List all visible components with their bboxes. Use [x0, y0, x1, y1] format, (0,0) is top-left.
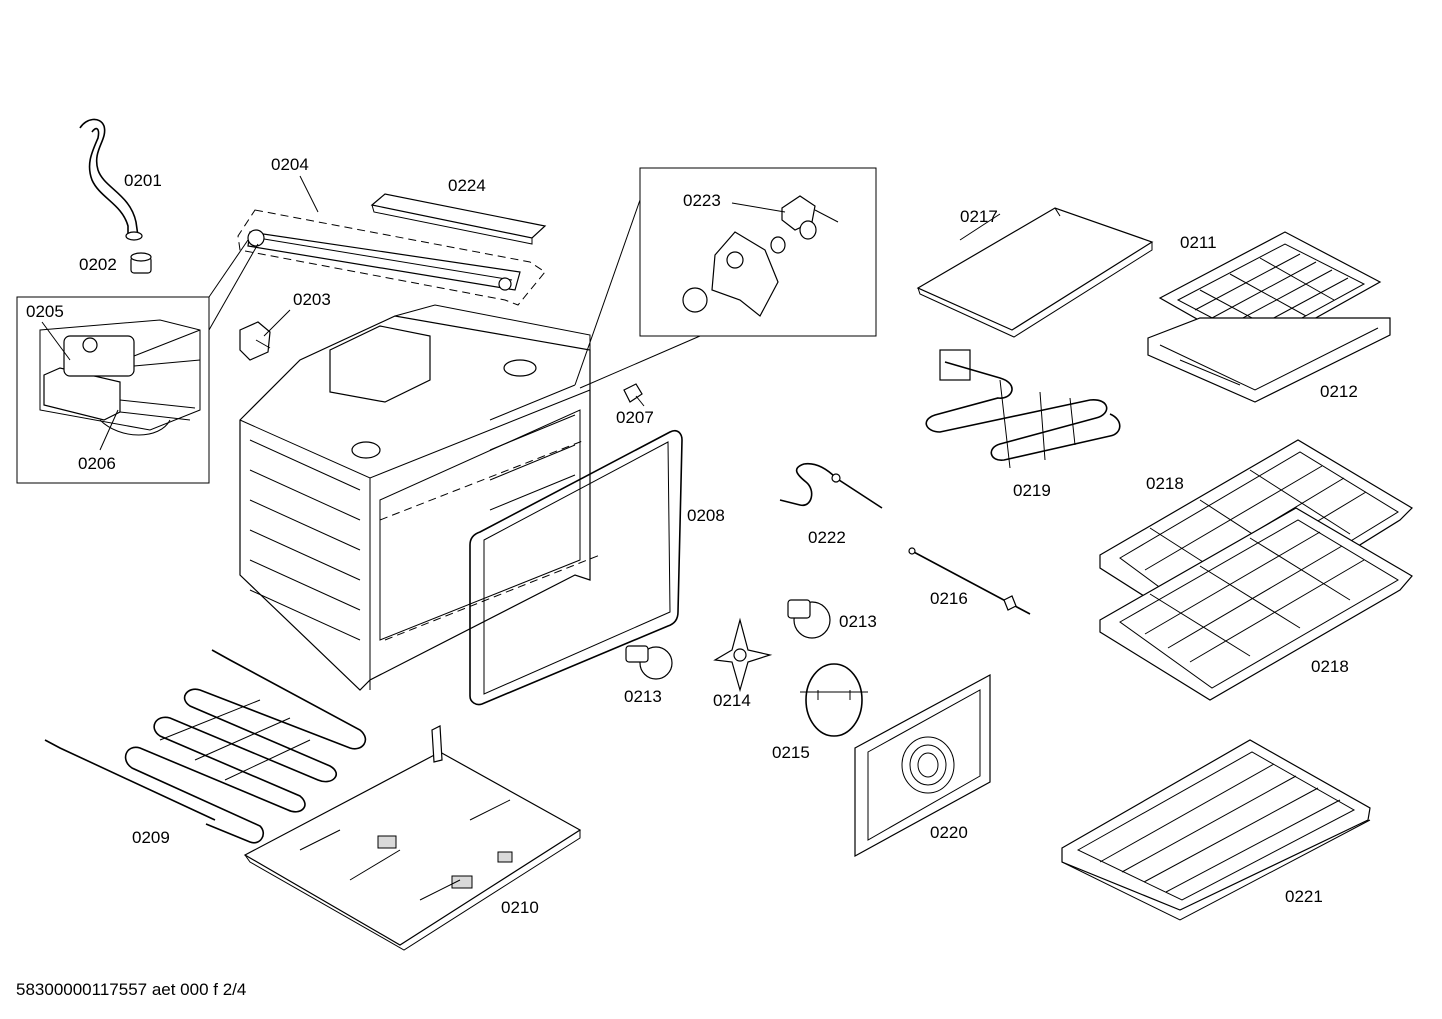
part-label-0212: 0212	[1320, 382, 1358, 401]
part-label-0216: 0216	[930, 589, 968, 608]
lamp-part-0213-left	[625, 645, 673, 680]
leader-lines	[41, 175, 1001, 451]
slide-rack-part-0221	[1061, 739, 1371, 921]
bake-element-part-0209	[44, 649, 367, 844]
ring-element-part-0215	[800, 663, 868, 737]
hose-part-0201	[79, 118, 143, 241]
bottom-plate-part-0210	[243, 725, 582, 951]
oven-cavity-body	[239, 304, 601, 691]
motor-detail-inset	[16, 239, 259, 484]
part-label-0202: 0202	[79, 255, 117, 274]
part-label-0223: 0223	[683, 191, 721, 210]
part-label-0206: 0206	[78, 454, 116, 473]
top-plate-part-0217	[916, 207, 1154, 338]
bracket-part-0224	[370, 193, 547, 245]
sensor-part-0222	[779, 462, 883, 509]
part-label-0209: 0209	[132, 828, 170, 847]
door-gasket-part-0208	[469, 429, 683, 706]
part-label-0207: 0207	[616, 408, 654, 427]
part-label-0201: 0201	[124, 171, 162, 190]
part-label-0215: 0215	[772, 743, 810, 762]
part-label-0217: 0217	[960, 207, 998, 226]
part-label-0220: 0220	[930, 823, 968, 842]
pin-part-0207	[623, 383, 645, 407]
part-label-0218-bottom: 0218	[1311, 657, 1349, 676]
part-label-0221: 0221	[1285, 887, 1323, 906]
part-label-0218-top: 0218	[1146, 474, 1184, 493]
clip-part-0203	[239, 321, 271, 361]
back-panel-part-0220	[854, 673, 991, 858]
part-label-0211: 0211	[1180, 233, 1217, 252]
rod-part-0216	[908, 547, 1031, 615]
part-label-0222: 0222	[808, 528, 846, 547]
part-label-0214: 0214	[713, 691, 751, 710]
part-label-0210: 0210	[501, 898, 539, 917]
lamp-detail-inset	[574, 167, 877, 389]
part-label-0213-right: 0213	[839, 612, 877, 631]
document-reference-code: 58300000117557 aet 000 f 2/4	[16, 980, 247, 999]
part-label-0208: 0208	[687, 506, 725, 525]
part-label-0219: 0219	[1013, 481, 1051, 500]
part-label-0204: 0204	[271, 155, 309, 174]
tray-part-0212	[1147, 317, 1391, 403]
bushing-part-0202	[130, 252, 152, 274]
lamp-part-0213-right	[787, 599, 831, 639]
part-label-0205: 0205	[26, 302, 64, 321]
part-label-0224: 0224	[448, 176, 486, 195]
fan-blade-part-0214	[713, 617, 773, 693]
broil-element-part-0219	[925, 349, 1121, 469]
part-label-0203: 0203	[293, 290, 331, 309]
oven-rack-part-0218-bottom	[1099, 507, 1413, 701]
fan-assembly-part-0204	[237, 209, 546, 306]
part-label-0213-left: 0213	[624, 687, 662, 706]
